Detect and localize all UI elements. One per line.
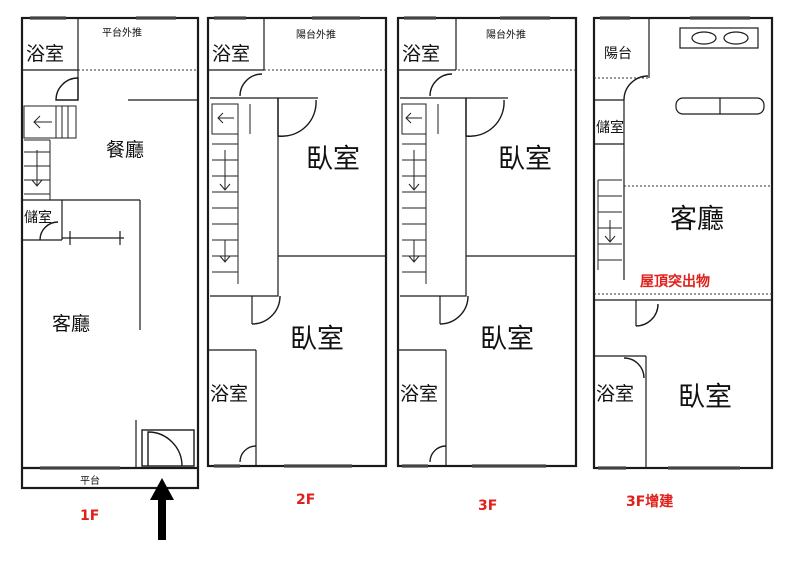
stair-arrow-icon [219, 240, 231, 263]
stair [401, 103, 427, 135]
door-swing [239, 445, 257, 463]
room-balcony-ext: 陽台外推 [296, 28, 336, 41]
stair-wall [210, 97, 279, 297]
stair [23, 105, 77, 139]
stair-arrow-icon [31, 150, 43, 187]
burner-icon [691, 31, 717, 45]
room-rooftop: 屋頂突出物 [640, 273, 710, 290]
stair-steps [212, 104, 251, 284]
stair [211, 103, 239, 135]
stair-steps [402, 104, 439, 284]
door-swing [147, 431, 183, 467]
room-platform: 平台 [80, 474, 100, 487]
floor-3f: 浴室 陽台外推 臥室 臥室 浴室 3F [396, 16, 578, 514]
stair-arrow-icon [217, 112, 234, 124]
room-balcony: 陽台 [604, 46, 632, 62]
door-swing [251, 295, 281, 325]
room-bedroom-b: 臥室 [290, 324, 344, 355]
door-swing [623, 75, 649, 101]
stair-arrow-icon [408, 150, 420, 191]
floor-1f-outline [20, 16, 200, 490]
burner-icon [723, 31, 749, 45]
floor-label: 2F [296, 492, 315, 508]
room-bedroom-a: 臥室 [306, 144, 360, 175]
room-bath-top: 浴室 [402, 43, 440, 65]
floor-label: 3F增建 [626, 493, 673, 510]
door-swing [623, 357, 645, 379]
stove-icon [679, 27, 759, 49]
stair-arrow-icon [604, 220, 616, 243]
room-platform-ext: 平台外推 [102, 26, 142, 39]
room-bath: 浴室 [26, 43, 64, 65]
room-balcony-ext: 陽台外推 [486, 28, 526, 41]
stair-arrow-icon [408, 240, 420, 263]
stair-arrow-icon [33, 115, 52, 129]
door-swing [55, 77, 79, 101]
door-swing [239, 73, 263, 97]
room-bedroom: 臥室 [678, 382, 732, 413]
room-bath: 浴室 [596, 383, 634, 405]
stair-wall [400, 97, 467, 297]
floor-1f: 浴室 平台外推 餐廳 儲室 客廳 平台 1F [20, 16, 200, 540]
door-swing [439, 295, 469, 325]
room-living: 客廳 [52, 313, 90, 335]
door-swing [39, 221, 59, 241]
stair-steps [24, 106, 69, 200]
stair-arrow-icon [219, 150, 231, 191]
door-swing [277, 98, 317, 137]
stair-arrow-icon [405, 112, 422, 124]
entrance-door[interactable] [141, 429, 195, 467]
room-bath-bottom: 浴室 [400, 383, 438, 405]
floor-3f-extension: 陽台 儲室 客廳 屋頂突出物 浴室 臥室 3F增建 [592, 16, 774, 510]
entrance-arrow-icon [150, 478, 174, 540]
room-storage: 儲室 [24, 209, 52, 226]
door-swing [429, 445, 447, 463]
door-swing [465, 98, 505, 137]
room-bath-bottom: 浴室 [210, 383, 248, 405]
room-storage: 儲室 [596, 119, 624, 136]
room-living: 客廳 [670, 204, 724, 235]
room-bedroom-a: 臥室 [498, 144, 552, 175]
floor-label: 3F [478, 498, 497, 514]
door-swing [429, 73, 453, 97]
room-dining: 餐廳 [106, 139, 144, 161]
floor-2f: 浴室 陽台外推 臥室 臥室 浴室 2F [206, 16, 388, 508]
room-bedroom-b: 臥室 [480, 324, 534, 355]
room-bath-top: 浴室 [212, 43, 250, 65]
floor-label: 1F [80, 508, 99, 524]
door-swing [635, 303, 659, 327]
